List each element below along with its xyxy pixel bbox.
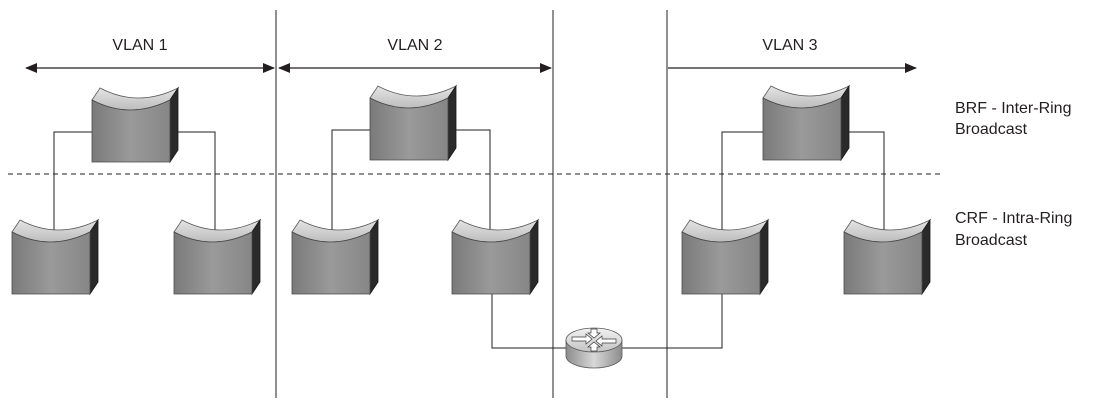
crf-label-line1: CRF - Intra-Ring xyxy=(955,210,1072,227)
link-vlan3-right xyxy=(842,131,885,230)
crf-label-line2: Broadcast xyxy=(955,232,1028,249)
link-vlan2-to-router xyxy=(491,292,566,349)
bridge-icon-vlan1-right xyxy=(173,219,261,295)
brf-label-line2: Broadcast xyxy=(955,121,1028,138)
vlan-2-label: VLAN 2 xyxy=(387,37,442,54)
link-vlan2-right xyxy=(450,129,491,230)
bridge-icon-vlan3-right xyxy=(843,219,931,295)
link-vlan2-left xyxy=(331,129,370,230)
bridge-icon-vlan1-top xyxy=(91,87,179,163)
link-vlan1-right xyxy=(172,131,216,230)
link-vlan1-left xyxy=(53,131,92,230)
vlan-3-label: VLAN 3 xyxy=(762,37,817,54)
link-router-to-vlan3 xyxy=(622,292,723,349)
connections xyxy=(53,129,885,349)
bridge-icon-vlan3-top xyxy=(762,85,850,161)
router-icon xyxy=(565,327,623,369)
brf-label-line1: BRF - Inter-Ring xyxy=(955,100,1071,117)
vlan-1-label: VLAN 1 xyxy=(112,37,167,54)
link-vlan3-left xyxy=(721,131,763,230)
bridge-icon-vlan2-top xyxy=(369,85,457,161)
bridge-icon-vlan1-left xyxy=(11,219,99,295)
bridge-icon-vlan3-left xyxy=(681,219,769,295)
bridge-icon-vlan2-left xyxy=(291,219,379,295)
bridge-icon-vlan2-right xyxy=(451,219,539,295)
